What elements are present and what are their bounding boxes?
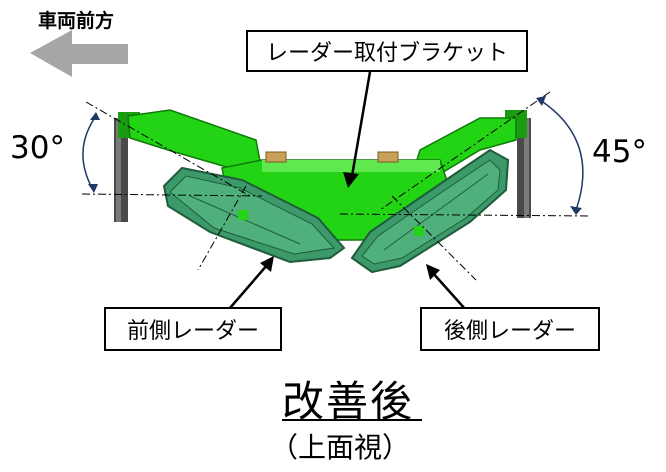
front-direction-label: 車両前方 (38, 10, 115, 32)
bracket-label: レーダー取付ブラケット (246, 30, 528, 72)
reference-lines (81, 91, 591, 281)
left-angle-arc (82, 112, 100, 193)
left-angle-label: 30° (10, 130, 65, 166)
diagram-subtitle: （上面視） (270, 431, 411, 464)
right-angle-arc (536, 96, 584, 215)
front-radar-label: 前側レーダー (104, 307, 282, 351)
rear-radar-unit (350, 148, 510, 274)
right-angle-label: 45° (592, 134, 647, 170)
rear-radar-callout-arrow (426, 264, 467, 311)
rear-radar-label: 後側レーダー (420, 307, 600, 351)
diagram-title: 改善後 (282, 377, 415, 426)
bracket-callout-arrow (343, 71, 372, 188)
front-radar-callout-arrow (229, 256, 274, 309)
front-direction-arrow (30, 30, 128, 77)
